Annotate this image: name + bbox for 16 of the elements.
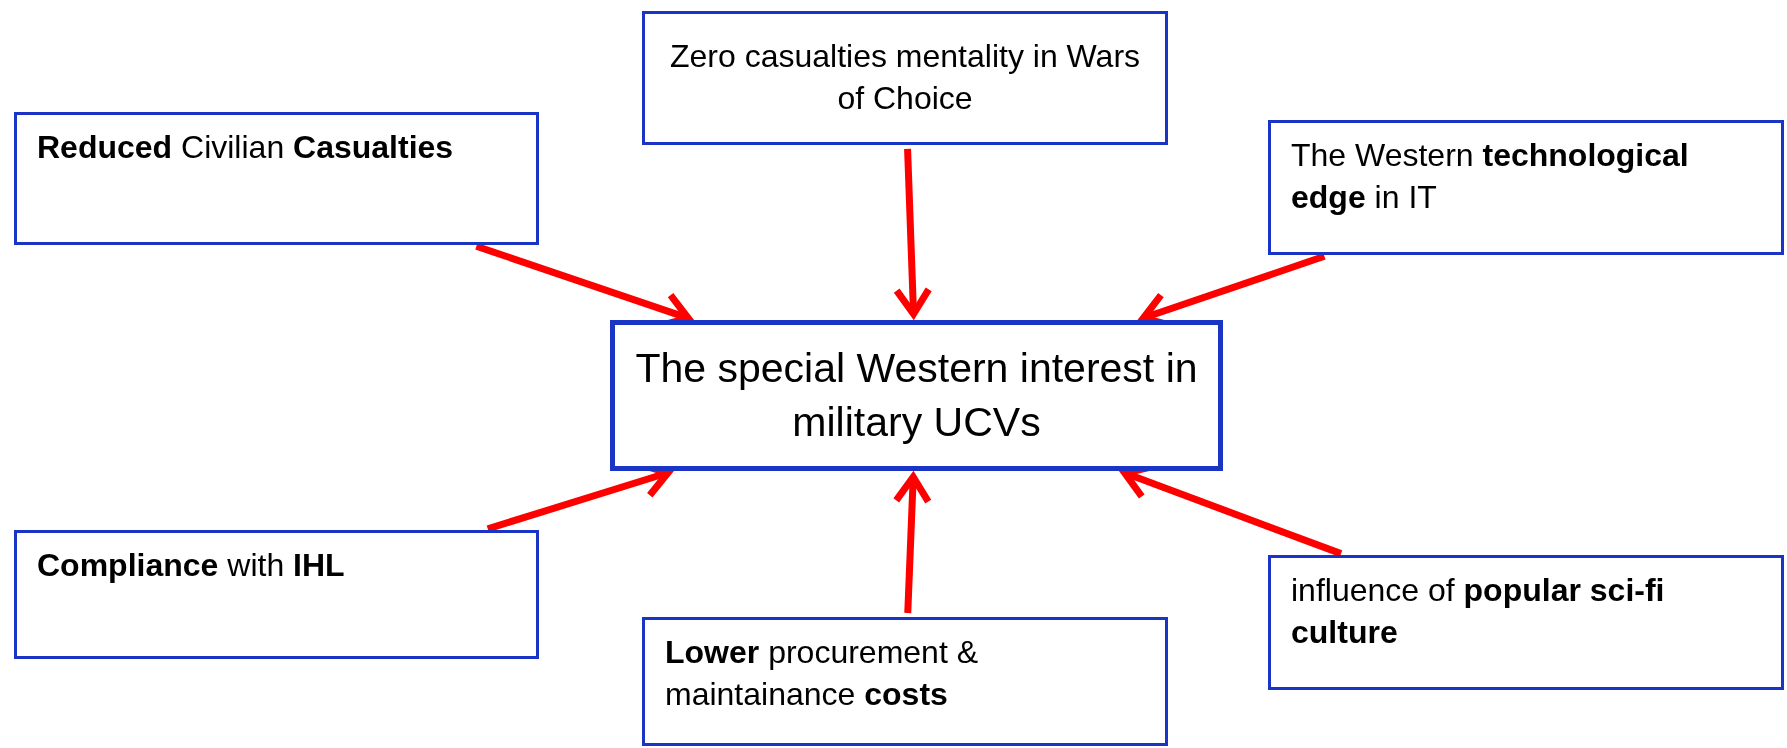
box-text: The Western technological edge in IT [1291, 136, 1690, 217]
arrow [893, 148, 933, 318]
factor-box [642, 617, 1168, 746]
factor-box [1268, 555, 1784, 690]
box-text: Lower procurement & maintainance costs [665, 633, 979, 714]
central-box [610, 320, 1223, 471]
factor-box [1268, 120, 1784, 255]
box-text: Zero casualties mentality in Wars of Choice [668, 37, 1142, 118]
factor-box [14, 530, 539, 659]
box-text: influence of popular sci-fi culture [1291, 571, 1666, 652]
box-text: Reduced Civilian Casualties [37, 128, 454, 167]
box-text: The special Western interest in military UCVs [634, 344, 1199, 447]
factor-box [14, 112, 539, 245]
arrow [892, 473, 932, 614]
factor-box [642, 11, 1168, 145]
box-text: Compliance with IHL [37, 546, 345, 585]
